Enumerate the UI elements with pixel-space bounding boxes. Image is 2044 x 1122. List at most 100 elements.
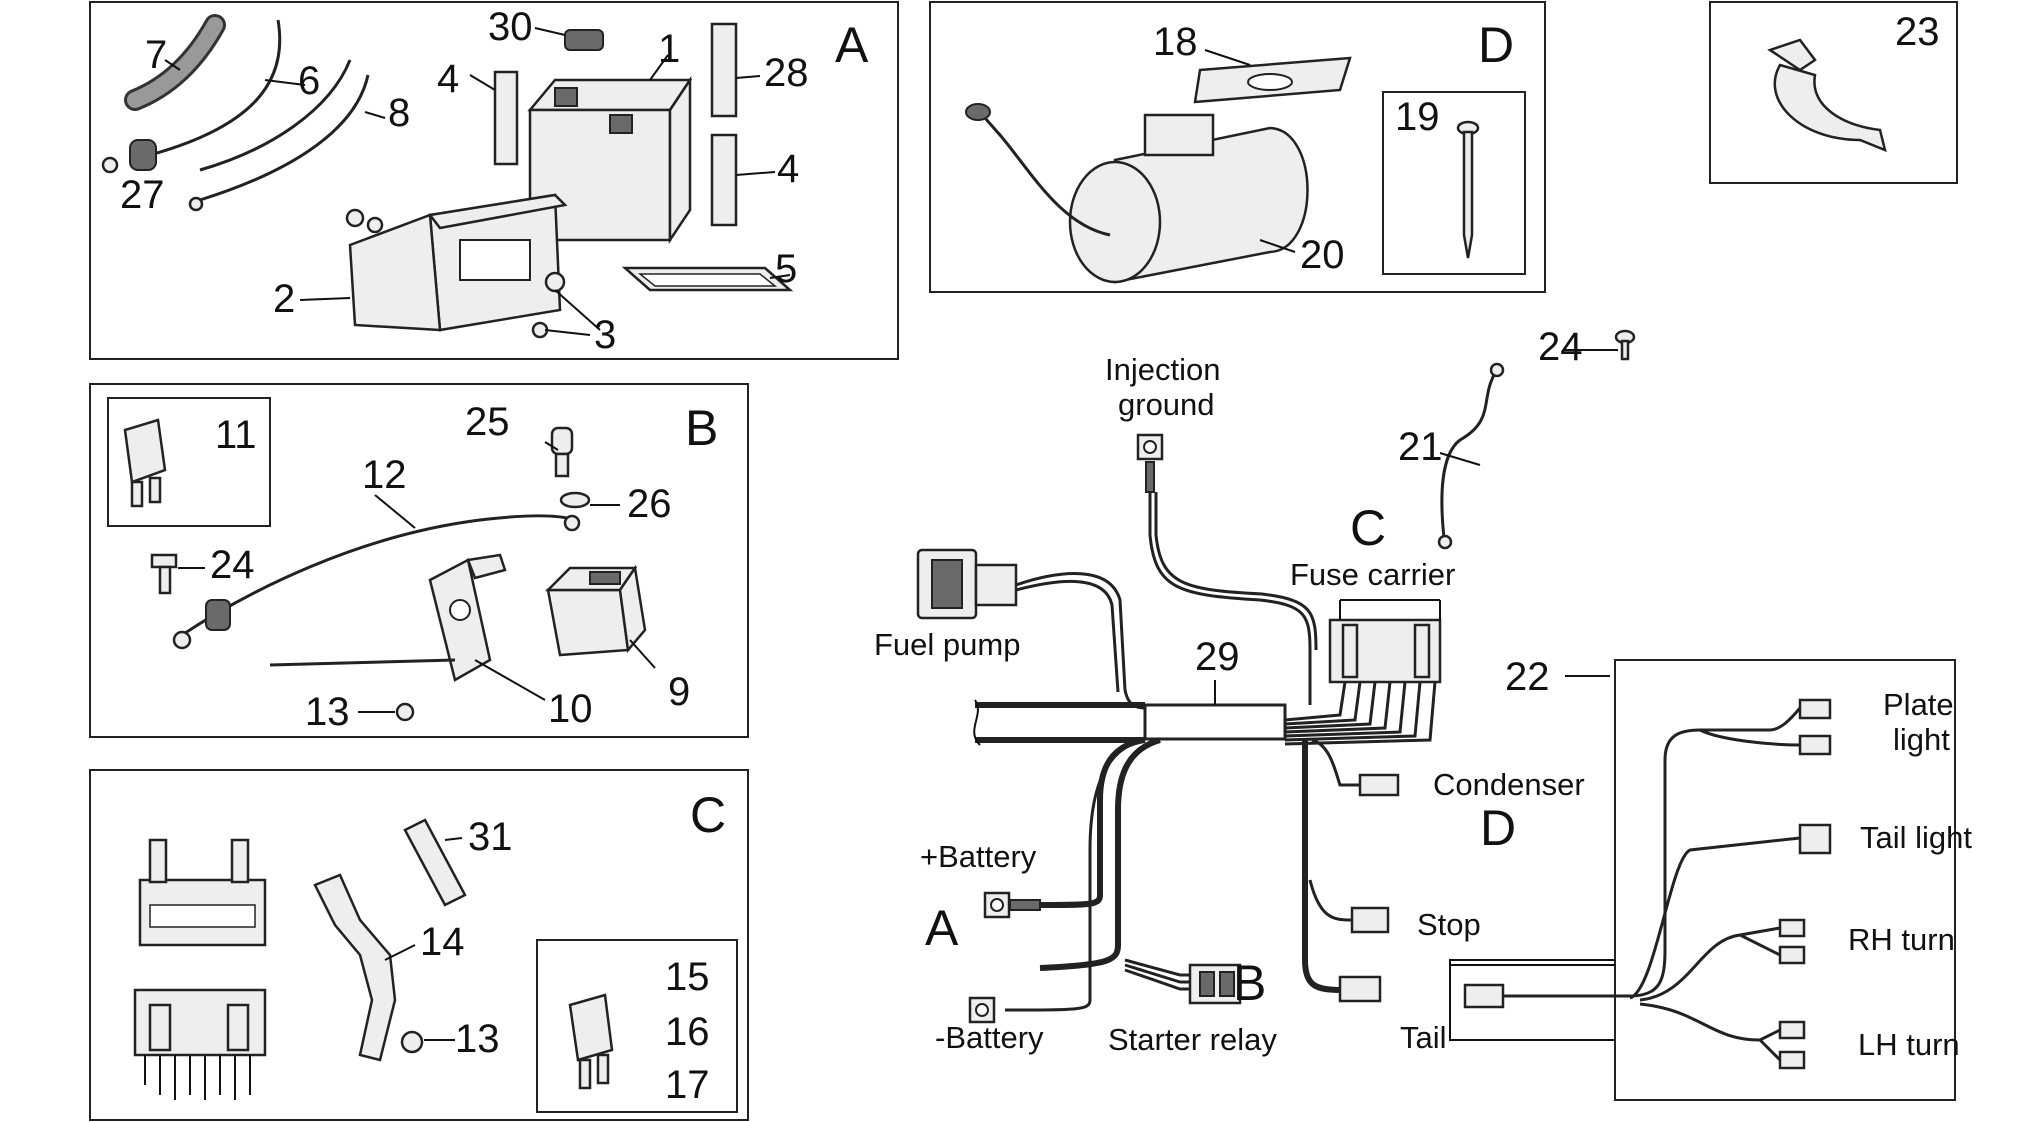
screw-3b	[366, 216, 384, 234]
plus-battery-terminal	[983, 891, 1041, 919]
letter-d-main: D	[1480, 800, 1516, 856]
cable-cover-12	[205, 599, 231, 631]
battery-pad-28	[710, 22, 738, 118]
nut-13-c	[400, 1030, 424, 1054]
battery-tray	[348, 193, 568, 332]
panel-c: C 31 14 13 15	[89, 769, 749, 1121]
fuse-carrier-connector	[1328, 599, 1442, 684]
battery-cable-8a	[199, 59, 352, 172]
screw-3d	[531, 321, 549, 339]
fuse-15-16-17	[568, 993, 614, 1090]
panel-a-letter: A	[835, 17, 869, 73]
callout-21: 21	[1398, 425, 1443, 469]
battery	[527, 75, 693, 245]
letter-a-main: A	[925, 900, 959, 956]
fuse-bracket-14	[313, 873, 397, 1062]
label-tail: Tail	[1400, 1020, 1447, 1055]
panel-d: D 18 19 20	[929, 1, 1546, 293]
label-fuel-pump: Fuel pump	[874, 627, 1020, 662]
callout-31: 31	[468, 815, 513, 859]
wiring-harness: 24 21 29 22 C D A B Injection ground Fus…	[874, 325, 1972, 1101]
minus-battery-terminal	[968, 996, 996, 1024]
label-lh-turn: LH turn	[1858, 1027, 1960, 1062]
screw-25	[550, 426, 574, 478]
battery-pad-4b	[710, 133, 738, 227]
callout-23: 23	[1895, 10, 1940, 54]
label-condenser: Condenser	[1433, 767, 1585, 802]
callout-9: 9	[668, 670, 690, 714]
starter-relay-connector	[1188, 963, 1242, 1005]
callout-4-right: 4	[777, 147, 799, 191]
pin-19	[1456, 120, 1480, 259]
rear-harness-22	[1463, 698, 1832, 1070]
letter-b-main: B	[1233, 955, 1266, 1011]
callout-18: 18	[1153, 20, 1198, 64]
panel-23: 23	[1709, 1, 1958, 184]
callout-4-top: 4	[437, 57, 459, 101]
callout-27: 27	[120, 173, 165, 217]
callout-30: 30	[488, 5, 533, 49]
starter-relay-9	[544, 564, 647, 657]
terminal-cover-27	[129, 139, 157, 171]
callout-6: 6	[298, 59, 320, 103]
battery-cable-6	[149, 19, 282, 157]
callout-8: 8	[388, 91, 410, 135]
battery-pad-4a	[493, 70, 519, 166]
callout-13-b: 13	[305, 690, 350, 734]
callout-3: 3	[594, 313, 616, 357]
callout-22: 22	[1505, 655, 1550, 699]
screw-3a	[345, 208, 365, 228]
callout-29: 29	[1195, 635, 1240, 679]
panel-d-letter: D	[1478, 17, 1514, 73]
callout-20: 20	[1300, 233, 1345, 277]
nut-13	[395, 702, 415, 722]
panel-a: A	[89, 1, 899, 360]
letter-c-main: C	[1350, 500, 1386, 556]
label-tail-light: Tail light	[1860, 820, 1972, 855]
panel-b-letter: B	[685, 400, 718, 456]
callout-7: 7	[145, 33, 167, 77]
fuse-11	[123, 418, 167, 508]
callout-17: 17	[665, 1063, 710, 1107]
label-plus-battery: +Battery	[920, 839, 1037, 874]
callout-14: 14	[420, 920, 465, 964]
callout-15: 15	[665, 955, 710, 999]
callout-11: 11	[215, 413, 257, 457]
fuel-pump-connector	[916, 548, 1018, 620]
bolt-24-main	[1614, 329, 1636, 361]
condenser-bracket-18	[1193, 56, 1352, 104]
callout-1: 1	[658, 27, 680, 71]
callout-25: 25	[465, 400, 510, 444]
fuse-clip-31	[403, 818, 467, 907]
label-injection: Injection	[1105, 352, 1220, 387]
callout-26: 26	[627, 482, 672, 526]
label-plate-light: light	[1893, 722, 1950, 757]
callout-12: 12	[362, 453, 407, 497]
callout-16: 16	[665, 1010, 710, 1054]
stop-connector	[1350, 906, 1390, 934]
label-fuse-carrier: Fuse carrier	[1290, 557, 1455, 592]
label-minus-battery: -Battery	[935, 1020, 1044, 1055]
terminal-cap-30	[564, 29, 604, 51]
label-ground: ground	[1118, 387, 1215, 422]
injection-ground-terminal	[1136, 433, 1164, 493]
callout-28: 28	[764, 51, 809, 95]
condenser-20	[965, 103, 1309, 284]
harness-sleeve-29	[1143, 703, 1287, 741]
label-rh-turn: RH turn	[1848, 922, 1955, 957]
cable-terminal	[101, 156, 119, 174]
washer-26	[559, 491, 591, 509]
callout-24-main: 24	[1538, 325, 1583, 369]
callout-5: 5	[775, 247, 797, 291]
callout-24-b: 24	[210, 543, 255, 587]
fuse-box-top	[138, 838, 267, 947]
ground-cable-21	[1440, 372, 1497, 539]
label-starter-relay: Starter relay	[1108, 1022, 1277, 1057]
callout-2: 2	[273, 277, 295, 321]
bolt-24	[150, 553, 178, 595]
ground-cable-12	[181, 514, 576, 637]
label-stop: Stop	[1417, 907, 1481, 942]
condenser-connector	[1358, 773, 1400, 797]
relay-bracket-10	[269, 553, 507, 682]
